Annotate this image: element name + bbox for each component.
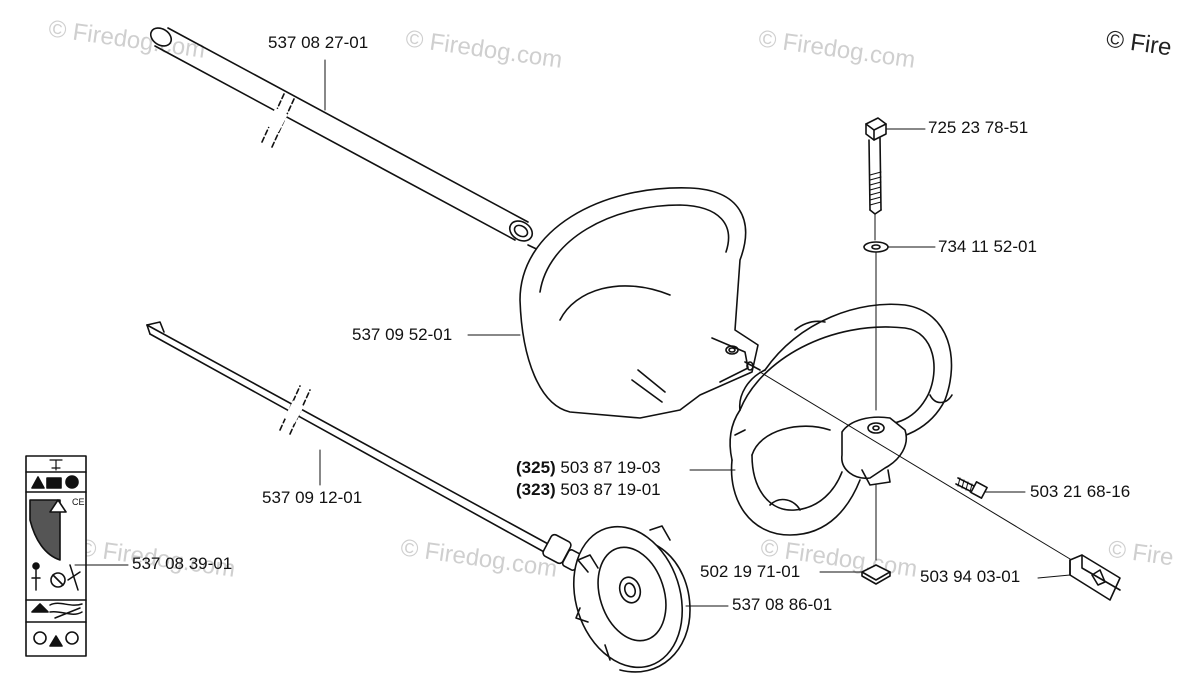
bolt-part [865, 117, 887, 241]
guard-part [519, 187, 761, 419]
part-label-handle-323: (323) 503 87 19-01 [516, 480, 661, 500]
part-label-guard: 537 09 52-01 [352, 325, 453, 344]
part-label-spacer: 503 94 03-01 [920, 567, 1021, 586]
drive-shaft-part [146, 321, 583, 571]
drive-disc-part [572, 525, 691, 673]
part-label-decal: 537 08 39-01 [132, 554, 233, 573]
part-number-handle-323: 503 87 19-01 [560, 480, 661, 499]
decal-part: CE [25, 455, 87, 657]
model-ref-325: (325) [516, 458, 556, 477]
part-label-bolt: 725 23 78-51 [928, 118, 1029, 137]
nut-part [861, 564, 891, 585]
model-ref-323: (323) [516, 480, 556, 499]
part-label-drive-disc: 537 08 86-01 [732, 595, 833, 614]
screw-part [759, 371, 1081, 566]
part-label-washer: 734 11 52-01 [938, 237, 1037, 256]
tube-part [149, 27, 546, 254]
washer-part [863, 241, 889, 411]
part-label-screw: 503 21 68-16 [1030, 482, 1131, 501]
part-label-nut: 502 19 71-01 [700, 562, 801, 581]
svg-text:CE: CE [72, 497, 85, 507]
part-label-drive-shaft: 537 09 12-01 [262, 488, 363, 507]
handle-part [729, 303, 953, 561]
part-number-handle-325: 503 87 19-03 [560, 458, 661, 477]
part-label-tube: 537 08 27-01 [268, 33, 369, 52]
part-label-handle-325: (325) 503 87 19-03 [516, 458, 661, 478]
spacer-part [1069, 554, 1121, 601]
leader-lines [74, 59, 1071, 607]
